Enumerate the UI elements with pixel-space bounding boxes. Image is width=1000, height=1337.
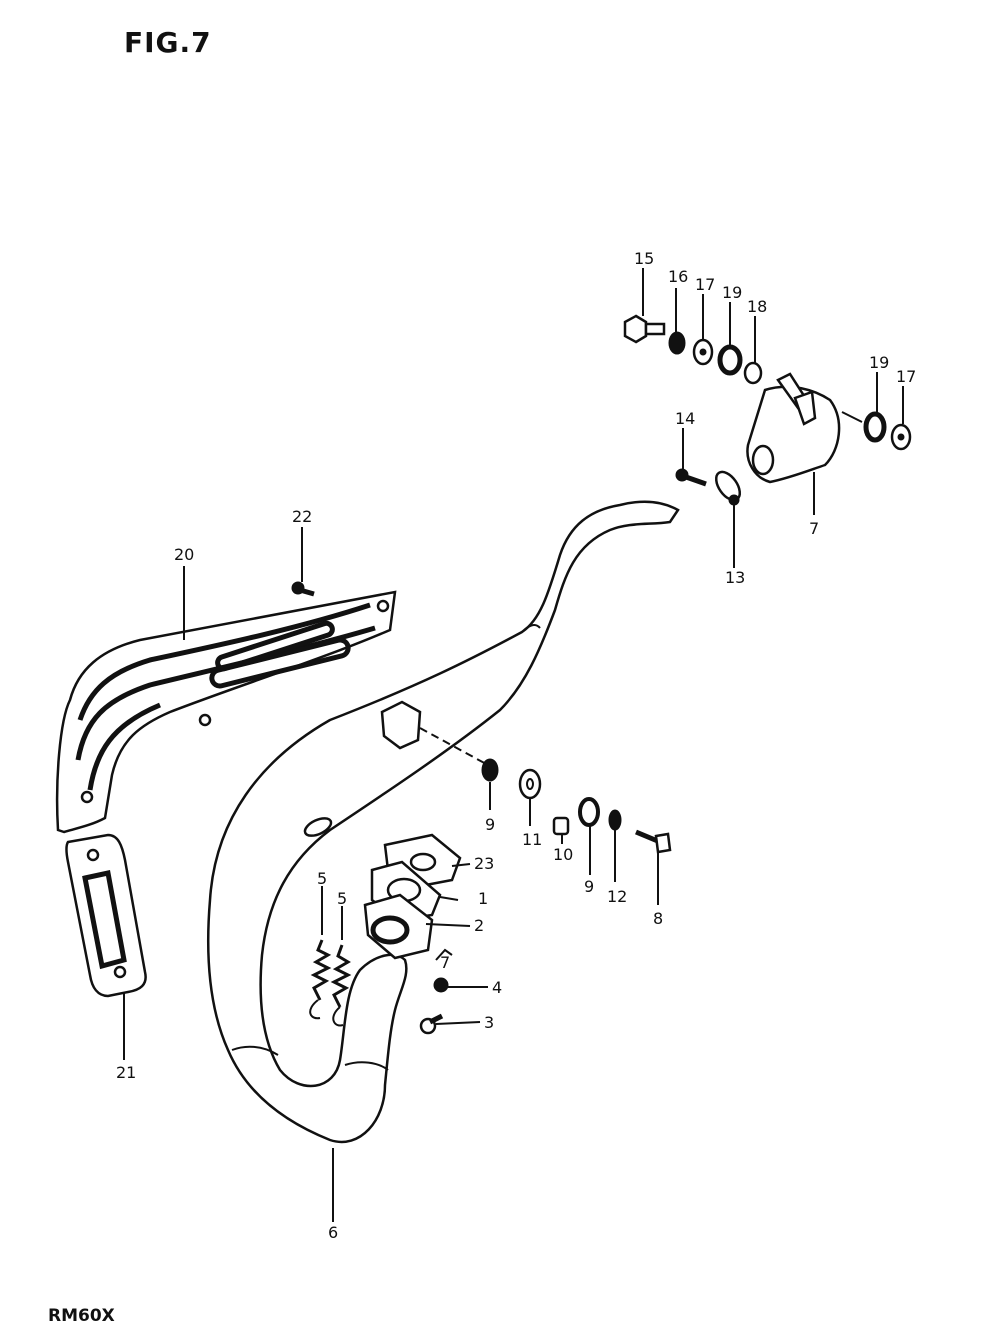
grommet-19b — [863, 411, 887, 443]
callout-2: 2 — [474, 916, 484, 935]
collar-10 — [552, 816, 570, 836]
spring-5b — [330, 944, 352, 1027]
bolt-15 — [623, 314, 666, 344]
spring-5a — [309, 939, 332, 1020]
muffler — [746, 372, 841, 484]
callout-16: 16 — [668, 267, 688, 286]
callout-18: 18 — [747, 297, 767, 316]
exhaust-pipe — [206, 500, 680, 1144]
callout-13: 13 — [725, 568, 745, 587]
callout-8: 8 — [653, 909, 663, 928]
callout-17b: 17 — [896, 367, 916, 386]
nut-4 — [433, 977, 449, 993]
callout-3: 3 — [484, 1013, 494, 1032]
figure-title: FIG.7 — [124, 26, 212, 59]
callout-6: 6 — [328, 1223, 338, 1242]
washer-16 — [668, 331, 686, 355]
lower-heat-shield — [65, 833, 147, 998]
washer-12 — [608, 809, 622, 831]
callout-12: 12 — [607, 887, 627, 906]
clamp-bolt — [675, 468, 707, 487]
callout-7a: 7 — [809, 519, 819, 538]
stud-3 — [419, 1013, 444, 1035]
callout-20: 20 — [174, 545, 194, 564]
callout-5b: 5 — [337, 889, 347, 908]
washer-11 — [518, 768, 542, 800]
callout-19a: 19 — [722, 283, 742, 302]
callout-14: 14 — [675, 409, 695, 428]
pipe-bracket — [380, 700, 489, 766]
callout-17a: 17 — [695, 275, 715, 294]
callouts: 15 16 17 19 18 19 17 14 7 13 22 20 9 11 … — [116, 249, 916, 1242]
callout-11: 11 — [522, 830, 542, 849]
callout-22: 22 — [292, 507, 312, 526]
callout-23: 23 — [474, 854, 494, 873]
washer-17b — [890, 423, 912, 451]
callout-5a: 5 — [317, 869, 327, 888]
grommet-9b — [578, 797, 600, 827]
callout-15: 15 — [634, 249, 654, 268]
callout-1: 1 — [478, 889, 488, 908]
bolt-22 — [291, 581, 315, 597]
flange-2 — [363, 893, 434, 960]
grommet-9a — [481, 758, 499, 782]
heat-shield — [55, 590, 397, 834]
washer-17a — [692, 338, 714, 366]
callout-9a: 9 — [485, 815, 495, 834]
collar-18 — [743, 361, 763, 385]
model-code: RM60X — [48, 1306, 115, 1326]
leader-lines — [123, 268, 904, 1222]
clamp — [714, 470, 742, 506]
callout-7b: 7 — [440, 953, 450, 972]
callout-19b: 19 — [869, 353, 889, 372]
callout-4: 4 — [492, 978, 502, 997]
callout-10: 10 — [553, 845, 573, 864]
callout-21: 21 — [116, 1063, 136, 1082]
grommet-19a — [717, 344, 743, 376]
bolt-8 — [635, 829, 672, 854]
callout-9b: 9 — [584, 877, 594, 896]
